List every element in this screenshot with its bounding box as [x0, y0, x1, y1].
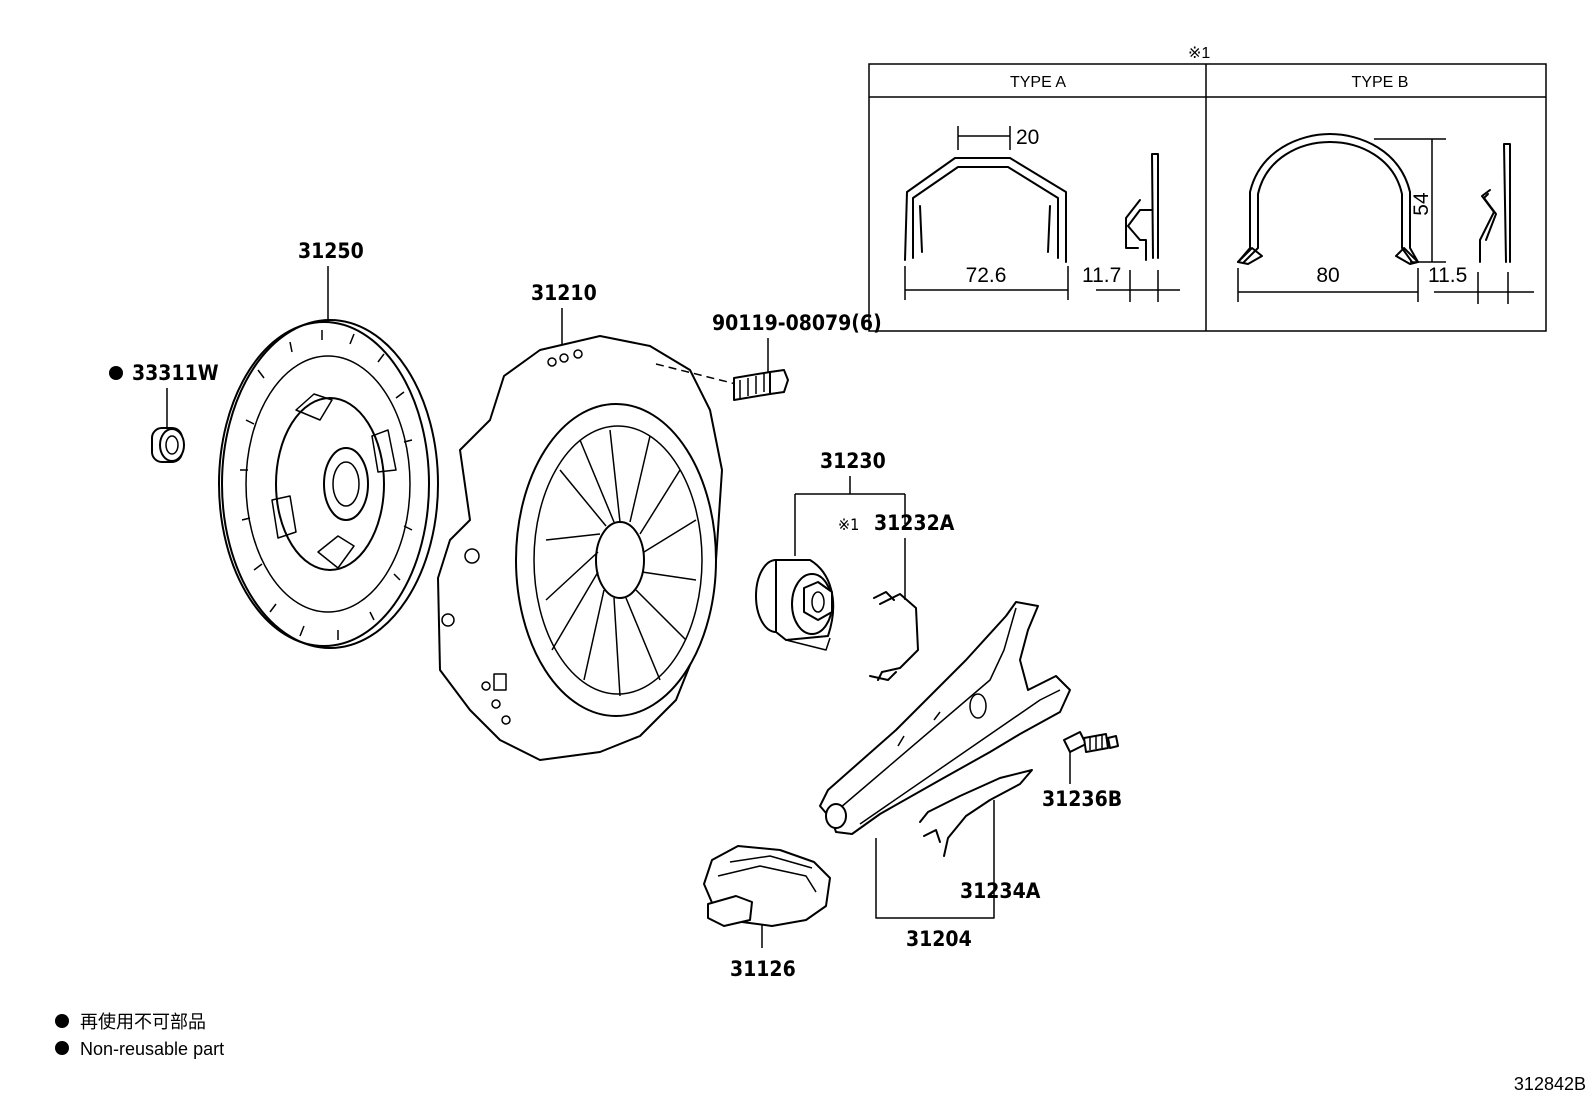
type-b-dim-width: 80	[1316, 264, 1339, 287]
pressure-plate-31210: 31210	[437, 281, 723, 761]
type-a-dim-width: 72.6	[966, 264, 1007, 287]
legend-en: Non-reusable part	[80, 1039, 224, 1059]
legend: 再使用不可部品 Non-reusable part	[55, 1012, 224, 1059]
type-a-header: TYPE A	[1010, 74, 1066, 91]
pilot-bearing-33311w: 33311W	[109, 361, 219, 463]
legend-dot-en	[55, 1041, 69, 1055]
type-a-dim-top: 20	[1016, 126, 1039, 149]
bolt-90119-08079: 90119-08079(6)	[655, 311, 882, 401]
part-label-31236b: 31236B	[1042, 787, 1122, 811]
part-label-31232a: 31232A	[874, 511, 955, 535]
legend-dot-jp	[55, 1014, 69, 1028]
part-label-31204: 31204	[906, 927, 972, 951]
release-fork-31204: 31204	[819, 601, 1071, 951]
fork-spring-31234a: 31234A	[919, 769, 1041, 903]
type-a-dim-side: 11.7	[1082, 264, 1121, 287]
inset-note-mark: ※1	[1188, 45, 1210, 62]
part-label-31210: 31210	[531, 281, 597, 305]
part-label-33311w: 33311W	[132, 361, 219, 385]
type-b-dim-height: 54	[1410, 192, 1433, 216]
disc-rivets	[240, 330, 413, 640]
type-b-header: TYPE B	[1352, 74, 1409, 91]
pivot-31236b: 31236B	[1042, 731, 1122, 811]
illustration-code: 312842B	[1514, 1074, 1586, 1094]
part-label-31126: 31126	[730, 957, 796, 981]
part-label-90119: 90119-08079(6)	[712, 311, 882, 335]
part-label-31250: 31250	[298, 239, 364, 263]
non-reusable-dot	[109, 366, 123, 380]
note-mark-31232a: ※1	[838, 515, 859, 534]
clip-31232a: ※1 31232A	[838, 511, 955, 681]
release-fork-boot-31126: 31126	[703, 845, 831, 981]
cover-holes	[441, 349, 583, 725]
legend-jp: 再使用不可部品	[80, 1012, 206, 1032]
clutch-disc-31250: 31250	[218, 239, 439, 649]
clip-type-inset: ※1 TYPE A TYPE B 20 72.6	[868, 45, 1547, 332]
type-b-clip-side: 11.5	[1428, 143, 1534, 304]
part-label-31234a: 31234A	[960, 879, 1041, 903]
release-bearing-31230: 31230	[755, 449, 906, 651]
type-b-clip-front: 54 80	[1237, 133, 1446, 302]
type-a-clip-side: 11.7	[1082, 153, 1180, 302]
diaphragm-fingers	[545, 429, 697, 697]
part-label-31230: 31230	[820, 449, 886, 473]
type-b-dim-side: 11.5	[1428, 264, 1467, 287]
type-a-clip-front: 20 72.6	[904, 126, 1069, 300]
